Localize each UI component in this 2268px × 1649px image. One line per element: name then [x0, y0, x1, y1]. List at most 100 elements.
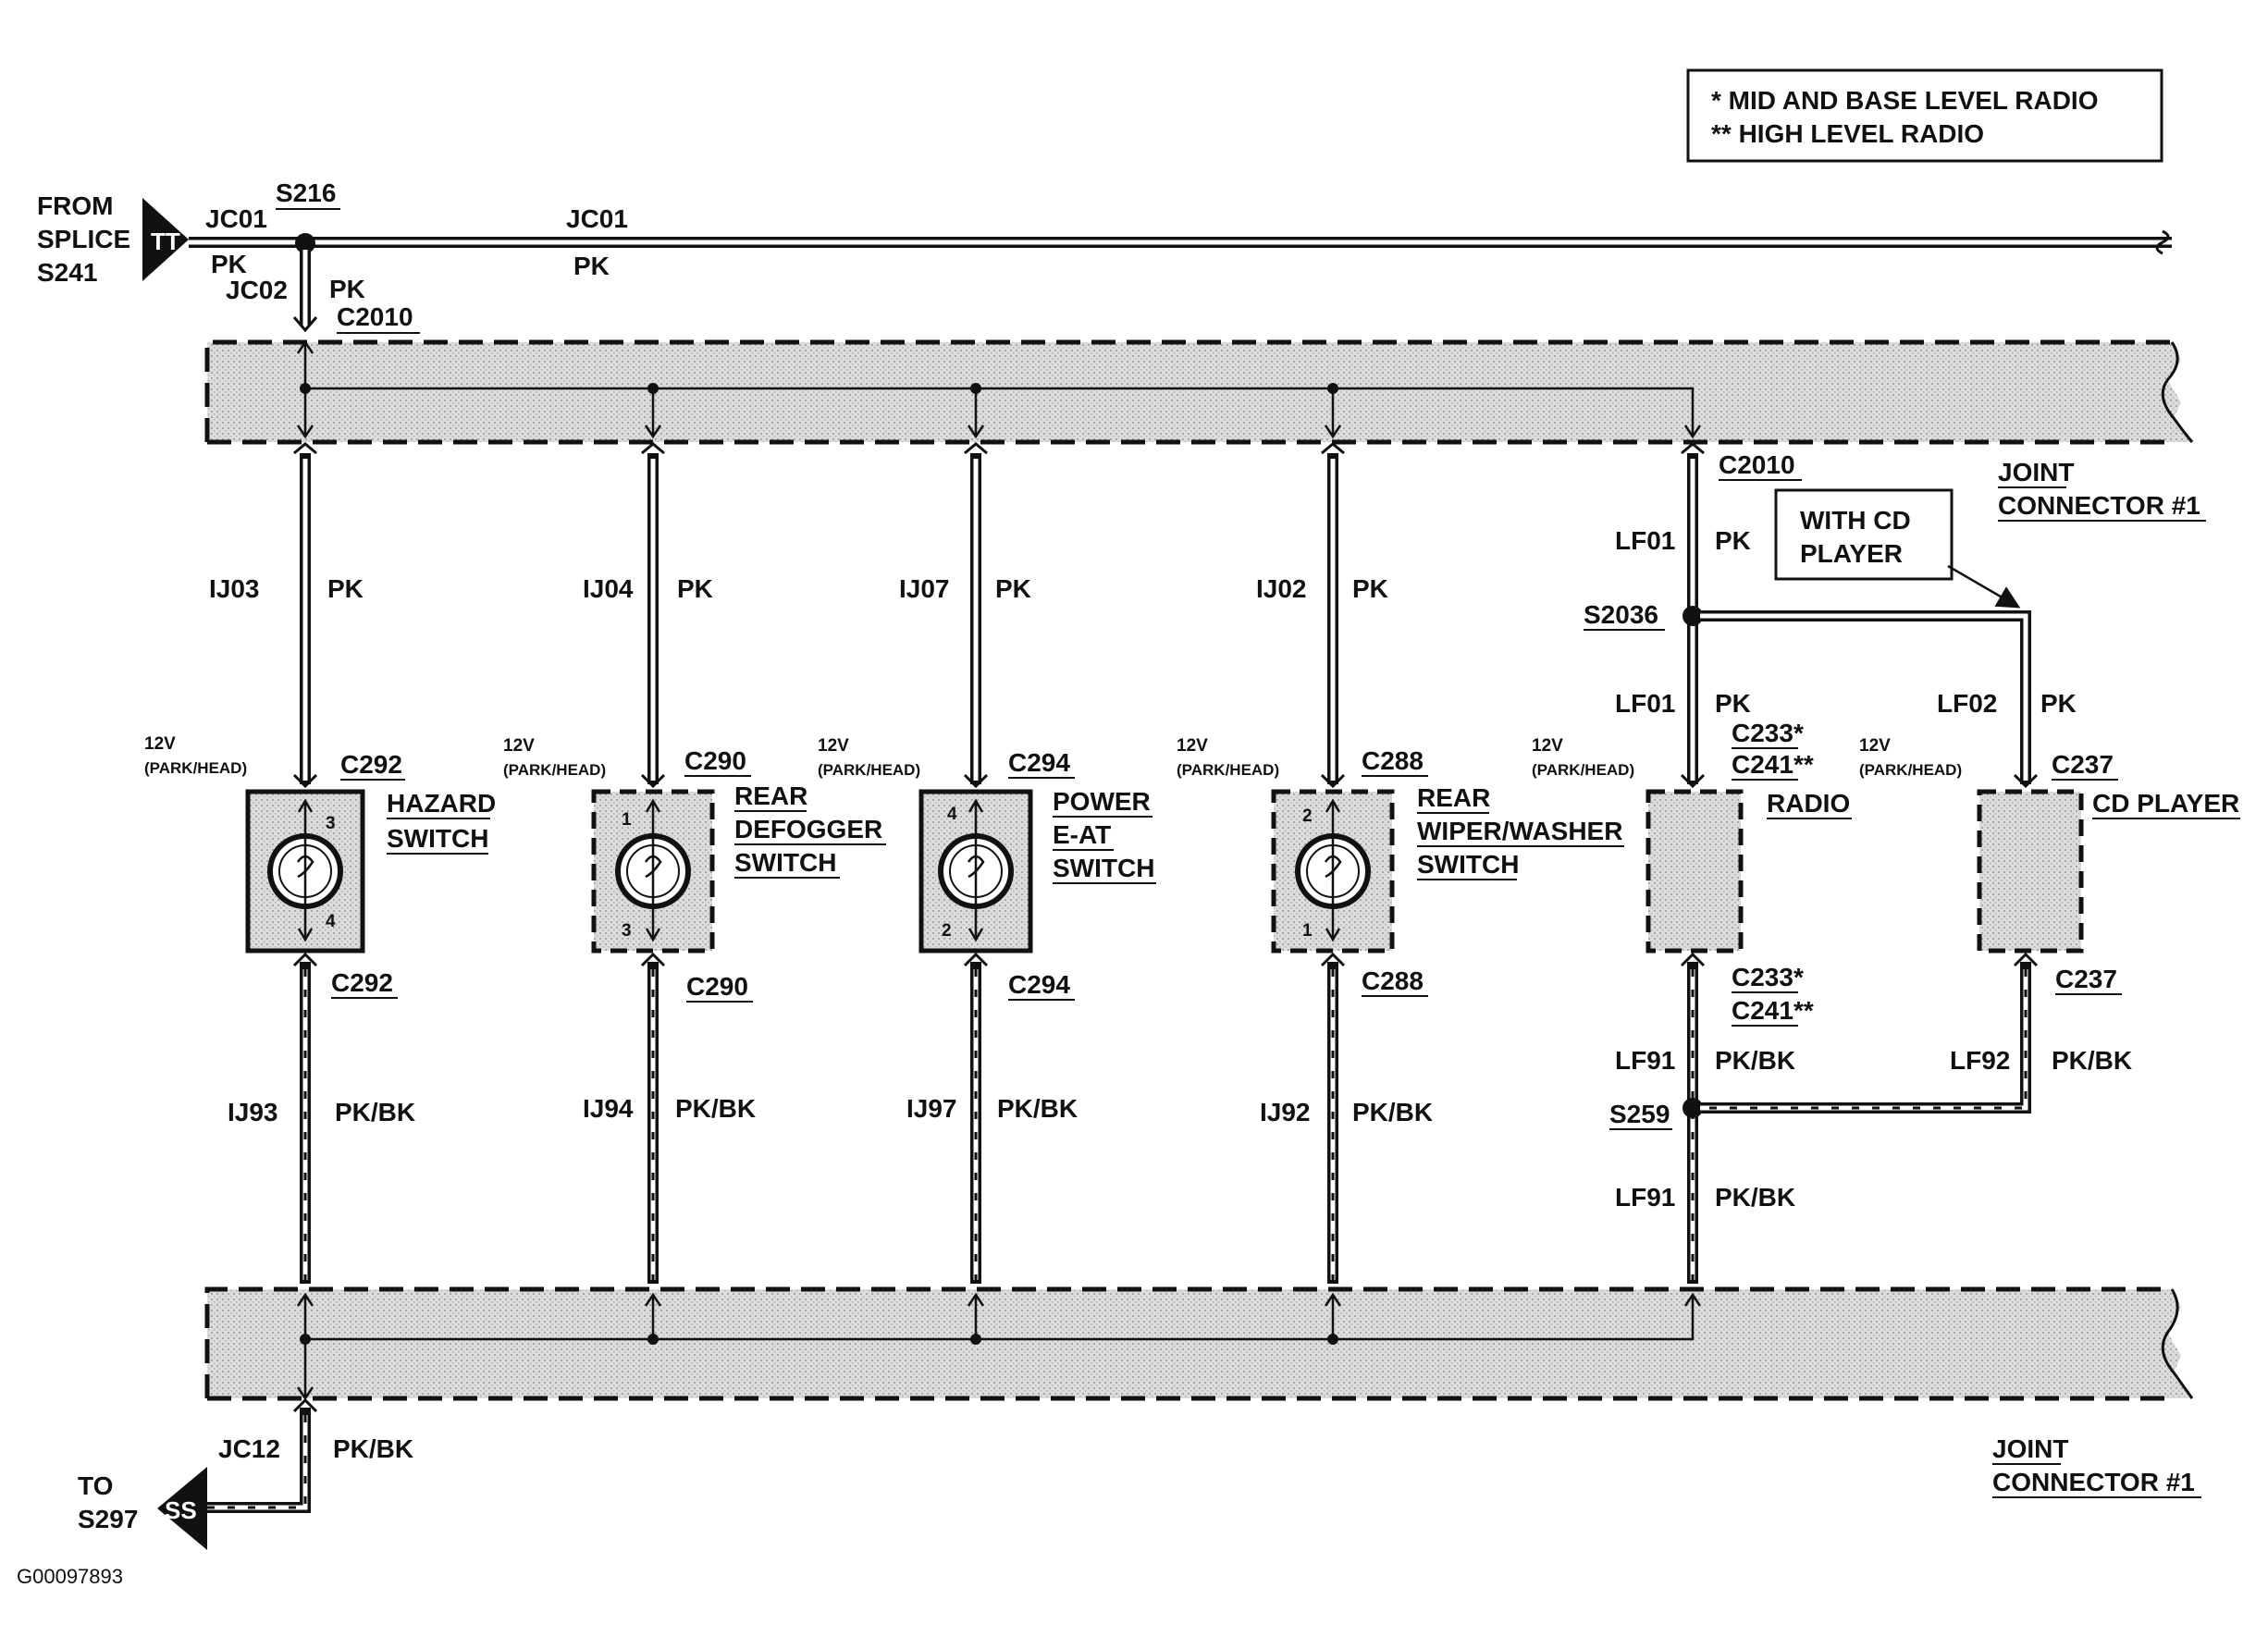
ij97-label: IJ97	[906, 1094, 957, 1123]
c2010-top-label: C2010	[337, 302, 413, 331]
jc12-label: JC12	[218, 1434, 280, 1463]
ij02-label: IJ02	[1256, 574, 1307, 603]
eat-power-12v: 12V	[818, 736, 849, 756]
c288-top-label: C288	[1362, 746, 1424, 775]
defogger-pin-bottom: 3	[622, 921, 632, 941]
joint-connector-bottom-label-2: CONNECTOR #1	[1992, 1468, 2195, 1496]
c290-bottom-label: C290	[686, 972, 748, 1001]
cd-power-parkhead: (PARK/HEAD)	[1859, 761, 1962, 779]
input-connector-arrow	[142, 198, 189, 281]
jc12-color-label: PK/BK	[333, 1434, 413, 1463]
eat-pin-top: 4	[947, 805, 957, 824]
cd-note-line1: WITH CD	[1800, 506, 1911, 535]
ij93-color-label: PK/BK	[335, 1098, 415, 1126]
splice-s241-label: S241	[37, 258, 97, 287]
c237-top-label: C237	[2052, 750, 2114, 779]
branch-rear-defogger: IJ04 PK 12V (PARK/HEAD) C290 1 3 REAR DE…	[503, 442, 886, 1284]
defogger-name-2: DEFOGGER	[734, 815, 882, 843]
ij04-label: IJ04	[583, 574, 634, 603]
s297-label: S297	[78, 1505, 138, 1533]
hazard-power-parkhead: (PARK/HEAD)	[144, 759, 247, 777]
ij93-label: IJ93	[228, 1098, 278, 1126]
radio-power-parkhead: (PARK/HEAD)	[1532, 761, 1634, 779]
eat-name-2: E-AT	[1053, 820, 1111, 849]
defogger-name-3: SWITCH	[734, 848, 836, 877]
source-feed: FROM SPLICE S241 TT S216 JC01 PK JC01 PK…	[37, 178, 2174, 334]
splice-s259-label: S259	[1609, 1100, 1670, 1128]
hazard-power-12v: 12V	[144, 734, 176, 754]
radio-name: RADIO	[1767, 789, 1850, 818]
lf92-color: PK/BK	[2052, 1046, 2132, 1075]
radio-conn-bottom-2: C241**	[1732, 996, 1814, 1025]
branch-power-eat: IJ07 PK 12V (PARK/HEAD) C294 4 2 POWER E…	[818, 442, 1156, 1284]
lf91-upper-label: LF91	[1615, 1046, 1675, 1075]
radio-conn-top-2: C241**	[1732, 750, 1814, 779]
radio-body	[1646, 789, 1744, 954]
ij07-label: IJ07	[899, 574, 950, 603]
jc02-pk-label: PK	[329, 275, 365, 303]
branch-radio: LF01 PK S2036 LF01 PK 12V (PARK/HEAD) C2…	[1532, 442, 1852, 1284]
jc01-right-label: JC01	[566, 204, 628, 233]
joint-connector-top-label-1: JOINT	[1998, 458, 2074, 486]
eat-pin-bottom: 2	[942, 921, 952, 941]
output-connector-symbol: SS	[165, 1496, 197, 1524]
wiper-power-parkhead: (PARK/HEAD)	[1177, 761, 1279, 779]
cd-power-12v: 12V	[1859, 736, 1891, 756]
input-connector-symbol: TT	[151, 228, 180, 255]
radio-conn-bottom-1: C233*	[1732, 963, 1804, 991]
wiper-power-12v: 12V	[1177, 736, 1208, 756]
lf02-label: LF02	[1937, 689, 1997, 718]
lf01-upper-color: PK	[1715, 526, 1751, 555]
radio-power-12v: 12V	[1532, 736, 1563, 756]
wiper-name-2: WIPER/WASHER	[1417, 817, 1622, 845]
ij94-label: IJ94	[583, 1094, 634, 1123]
cd-player-body	[1977, 789, 2084, 954]
branch-cd-player: LF02 PK 12V (PARK/HEAD) C237 CD PLAYER C…	[1693, 610, 2240, 1114]
output-feed: SS JC12 PK/BK TO S297	[78, 1397, 413, 1550]
eat-name-3: SWITCH	[1053, 854, 1154, 882]
ij92-label: IJ92	[1260, 1098, 1311, 1126]
lf02-color: PK	[2040, 689, 2077, 718]
ij97-color-label: PK/BK	[997, 1094, 1078, 1123]
lf01-mid-color: PK	[1715, 689, 1751, 718]
figure-id: G00097893	[17, 1565, 123, 1588]
hazard-name-1: HAZARD	[387, 789, 496, 818]
legend-box: * MID AND BASE LEVEL RADIO ** HIGH LEVEL…	[1686, 68, 2163, 163]
c292-bottom-label: C292	[331, 968, 393, 997]
eat-power-parkhead: (PARK/HEAD)	[818, 761, 920, 779]
wiper-name-3: SWITCH	[1417, 850, 1519, 879]
pk-right-label: PK	[573, 252, 610, 280]
legend-high-radio: ** HIGH LEVEL RADIO	[1711, 119, 1984, 148]
branch-hazard: IJ03 PK 12V (PARK/HEAD) C292 3 4 HAZARD …	[144, 442, 496, 1284]
joint-connector-top	[204, 339, 2194, 445]
jc02-label: JC02	[226, 276, 288, 304]
hazard-name-2: SWITCH	[387, 824, 488, 853]
c2010-right-label: C2010	[1719, 450, 1795, 479]
legend-mid-base-radio: * MID AND BASE LEVEL RADIO	[1711, 86, 2098, 115]
jc01-left-label: JC01	[205, 204, 267, 233]
ij94-color-label: PK/BK	[675, 1094, 756, 1123]
splice-s216-label: S216	[276, 178, 336, 207]
joint-connector-top-label-2: CONNECTOR #1	[1998, 491, 2200, 520]
lf01-mid-label: LF01	[1615, 689, 1675, 718]
ij04-color-label: PK	[677, 574, 713, 603]
ij02-color-label: PK	[1352, 574, 1388, 603]
lf91-upper-color: PK/BK	[1715, 1046, 1795, 1075]
cd-note-line2: PLAYER	[1800, 539, 1903, 568]
c292-top-label: C292	[340, 750, 402, 779]
defogger-pin-top: 1	[622, 810, 632, 830]
cd-player-note: WITH CD PLAYER	[1774, 488, 2021, 609]
lf01-upper-label: LF01	[1615, 526, 1675, 555]
hazard-pin-bottom: 4	[326, 912, 336, 931]
from-label: FROM	[37, 191, 113, 220]
eat-name-1: POWER	[1053, 787, 1151, 816]
ij07-color-label: PK	[995, 574, 1031, 603]
c294-top-label: C294	[1008, 748, 1070, 777]
joint-connector-bottom-label-1: JOINT	[1992, 1434, 2068, 1463]
c237-bottom-label: C237	[2055, 965, 2117, 993]
c290-top-label: C290	[684, 746, 746, 775]
output-connector-arrow	[157, 1467, 207, 1550]
hazard-pin-top: 3	[326, 814, 336, 833]
branch-rear-wiper-washer: IJ02 PK 12V (PARK/HEAD) C288 2 1 REAR WI…	[1177, 442, 1624, 1284]
defogger-power-parkhead: (PARK/HEAD)	[503, 761, 606, 779]
